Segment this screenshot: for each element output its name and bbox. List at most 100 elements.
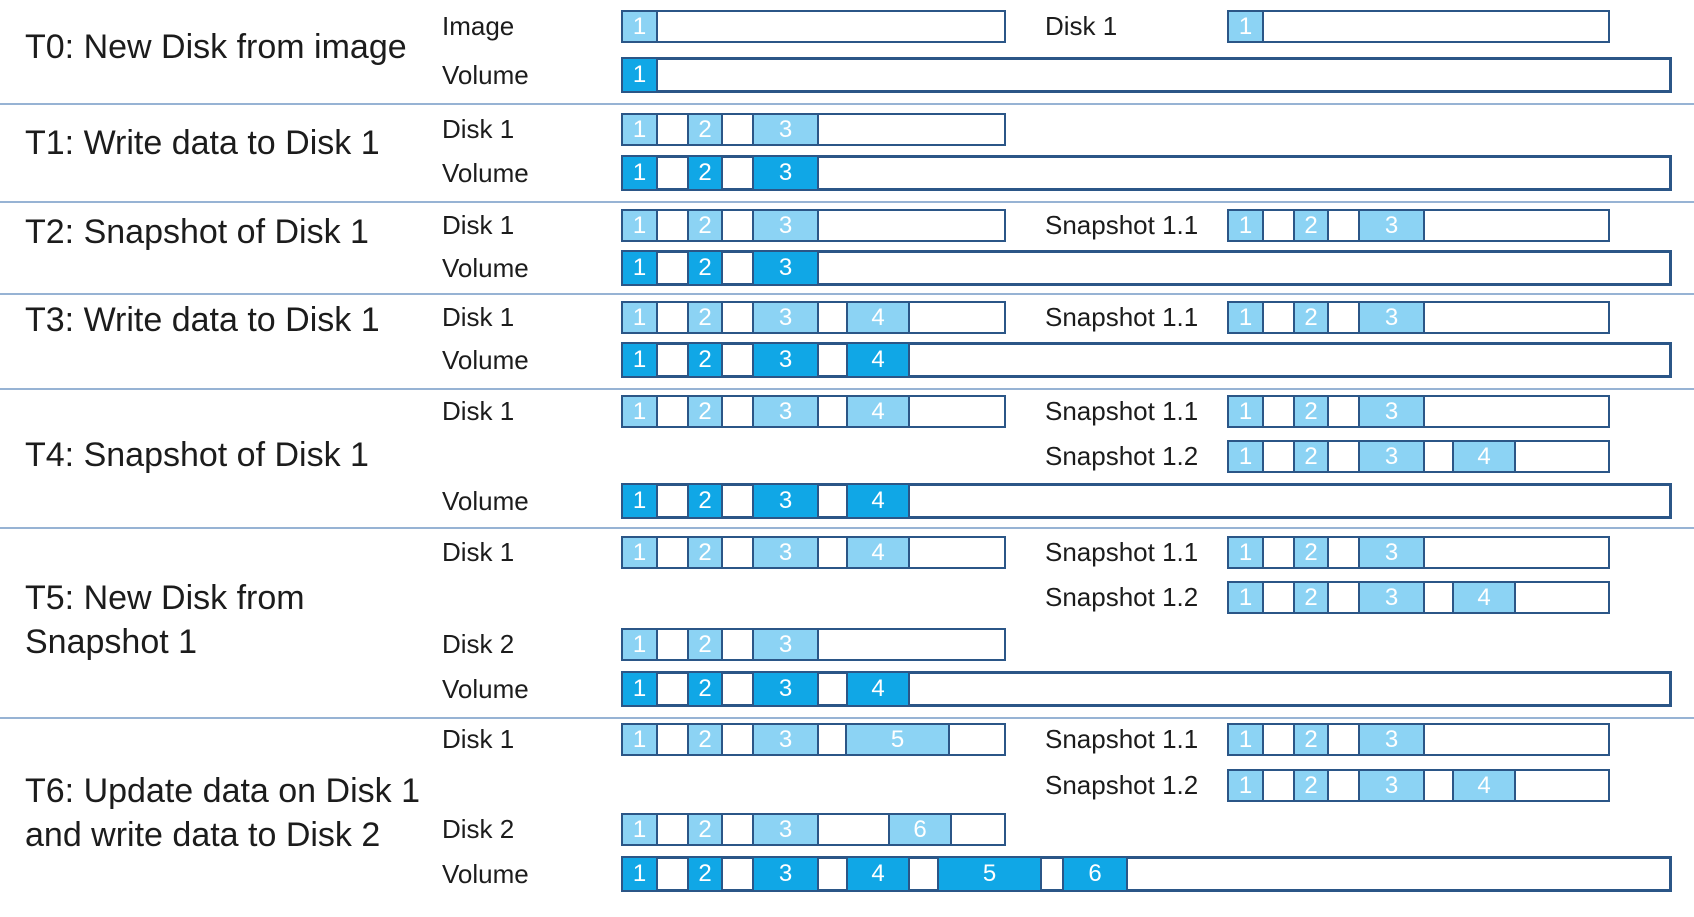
block-1: 1 (621, 113, 658, 146)
block-3: 3 (752, 209, 819, 242)
block-2: 2 (687, 342, 723, 378)
block-4: 4 (846, 301, 910, 334)
block-1: 1 (1227, 10, 1264, 43)
block-2: 2 (687, 301, 723, 334)
block-2: 2 (687, 671, 723, 707)
block-3: 3 (1358, 536, 1425, 569)
block-3: 3 (1358, 209, 1425, 242)
block-3: 3 (752, 813, 819, 846)
block-3: 3 (752, 856, 819, 892)
block-1: 1 (1227, 581, 1264, 614)
image-bar: 1 (621, 10, 1006, 43)
block-4: 4 (846, 536, 910, 569)
block-2: 2 (687, 483, 723, 519)
row-label-volume: Volume (442, 59, 529, 90)
block-3: 3 (1358, 769, 1425, 802)
time-label-t4: T4: Snapshot of Disk 1 (25, 436, 369, 474)
block-1: 1 (1227, 536, 1264, 569)
block-2: 2 (1293, 769, 1329, 802)
block-2: 2 (687, 155, 723, 191)
block-2: 2 (687, 113, 723, 146)
row-label-volume: Volume (442, 157, 529, 188)
block-5: 5 (937, 856, 1042, 892)
separator-line (0, 103, 1694, 105)
row-label-volume: Volume (442, 485, 529, 516)
block-3: 3 (1358, 301, 1425, 334)
row-label-disk-1: Disk 1 (1045, 11, 1118, 41)
row-label-volume: Volume (442, 858, 529, 889)
block-3: 3 (752, 113, 819, 146)
row-label-snapshot-1-1: Snapshot 1.1 (1045, 396, 1199, 426)
block-1: 1 (1227, 209, 1264, 242)
block-4: 4 (846, 856, 910, 892)
block-2: 2 (687, 395, 723, 428)
row-label-snapshot-1-1: Snapshot 1.1 (1045, 724, 1199, 754)
block-3: 3 (752, 250, 819, 286)
block-4: 4 (1452, 581, 1516, 614)
block-1: 1 (621, 723, 658, 756)
time-label-t6-line2: and write data to Disk 2 (25, 816, 381, 854)
block-1: 1 (621, 10, 658, 43)
block-2: 2 (1293, 440, 1329, 473)
block-2: 2 (1293, 395, 1329, 428)
block-3: 3 (1358, 581, 1425, 614)
block-2: 2 (1293, 301, 1329, 334)
block-2: 2 (687, 628, 723, 661)
block-1: 1 (621, 57, 658, 93)
separator-line (0, 527, 1694, 529)
block-2: 2 (1293, 723, 1329, 756)
block-2: 2 (1293, 581, 1329, 614)
row-label-disk-1: Disk 1 (442, 114, 515, 144)
row-label-disk-1: Disk 1 (442, 396, 515, 426)
separator-line (0, 717, 1694, 719)
volume-bar: 1 (621, 57, 1672, 93)
row-label-snapshot-1-1: Snapshot 1.1 (1045, 302, 1199, 332)
row-label-snapshot-1-2: Snapshot 1.2 (1045, 582, 1199, 612)
block-2: 2 (687, 209, 723, 242)
block-2: 2 (687, 536, 723, 569)
block-1: 1 (1227, 395, 1264, 428)
block-6: 6 (888, 813, 952, 846)
block-3: 3 (1358, 723, 1425, 756)
block-1: 1 (621, 856, 658, 892)
time-label-t3: T3: Write data to Disk 1 (25, 301, 380, 339)
block-3: 3 (752, 483, 819, 519)
block-1: 1 (621, 671, 658, 707)
block-2: 2 (1293, 536, 1329, 569)
time-label-t6-line1: T6: Update data on Disk 1 (25, 772, 421, 810)
row-label-snapshot-1-1: Snapshot 1.1 (1045, 210, 1199, 240)
block-6: 6 (1062, 856, 1128, 892)
row-label-volume: Volume (442, 344, 529, 375)
block-3: 3 (752, 536, 819, 569)
block-3: 3 (1358, 395, 1425, 428)
separator-line (0, 293, 1694, 295)
block-4: 4 (1452, 769, 1516, 802)
block-4: 4 (846, 395, 910, 428)
block-4: 4 (1452, 440, 1516, 473)
row-label-disk-1: Disk 1 (442, 210, 515, 240)
time-label-t5-line2: Snapshot 1 (25, 623, 198, 661)
block-1: 1 (621, 628, 658, 661)
block-3: 3 (752, 723, 819, 756)
separator-line (0, 388, 1694, 390)
row-label-disk-2: Disk 2 (442, 629, 515, 659)
block-1: 1 (621, 342, 658, 378)
block-1: 1 (621, 250, 658, 286)
row-label-disk-1: Disk 1 (442, 724, 515, 754)
block-1: 1 (621, 483, 658, 519)
